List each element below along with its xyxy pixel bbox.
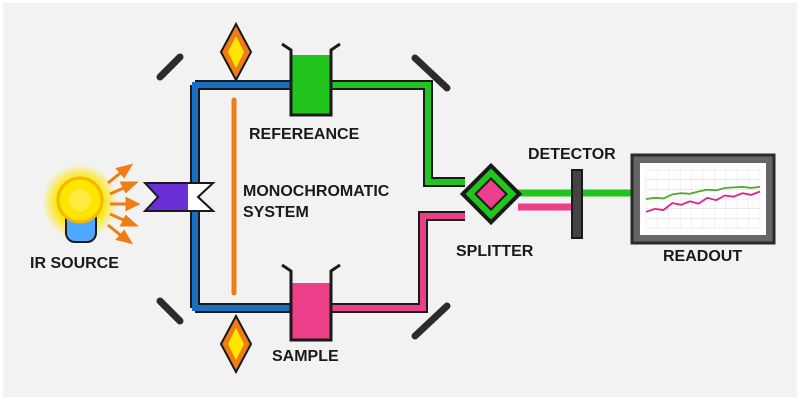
mirror-icon-bottom-left [156, 297, 184, 325]
beam-splitter-icon [459, 162, 523, 226]
background-panel [3, 3, 797, 397]
label-monochromatic-line1: MONOCHROMATIC [243, 183, 390, 200]
label-sample: SAMPLE [272, 348, 339, 365]
green-beam-reference [332, 82, 465, 185]
mirror-icon-top-left [156, 53, 184, 81]
readout-chart [645, 185, 761, 213]
diamond-marker-icon-top [219, 21, 253, 83]
diamond-marker-icon-bottom [219, 313, 253, 375]
lightbulb-icon [42, 164, 118, 243]
label-ir-source: IR SOURCE [30, 255, 119, 272]
mirror-icon-top-right [411, 54, 451, 92]
series-line-2 [645, 190, 761, 213]
label-reference: REFEREANCE [249, 126, 360, 143]
ir-rays [107, 163, 141, 245]
cuvette-icon-sample [281, 263, 341, 342]
pink-beam-sample [332, 213, 465, 311]
detector-plate-icon [571, 169, 583, 239]
readout-grid [645, 169, 761, 229]
cuvette-icon-reference [281, 42, 341, 117]
label-readout: READOUT [663, 248, 742, 265]
series-line-1 [645, 185, 761, 200]
label-splitter: SPLITTER [456, 243, 534, 260]
label-detector: DETECTOR [528, 146, 616, 163]
label-monochromatic-line2: SYSTEM [243, 204, 309, 221]
mirror-icon-bottom-right [411, 302, 451, 340]
prism-icon [142, 182, 216, 212]
